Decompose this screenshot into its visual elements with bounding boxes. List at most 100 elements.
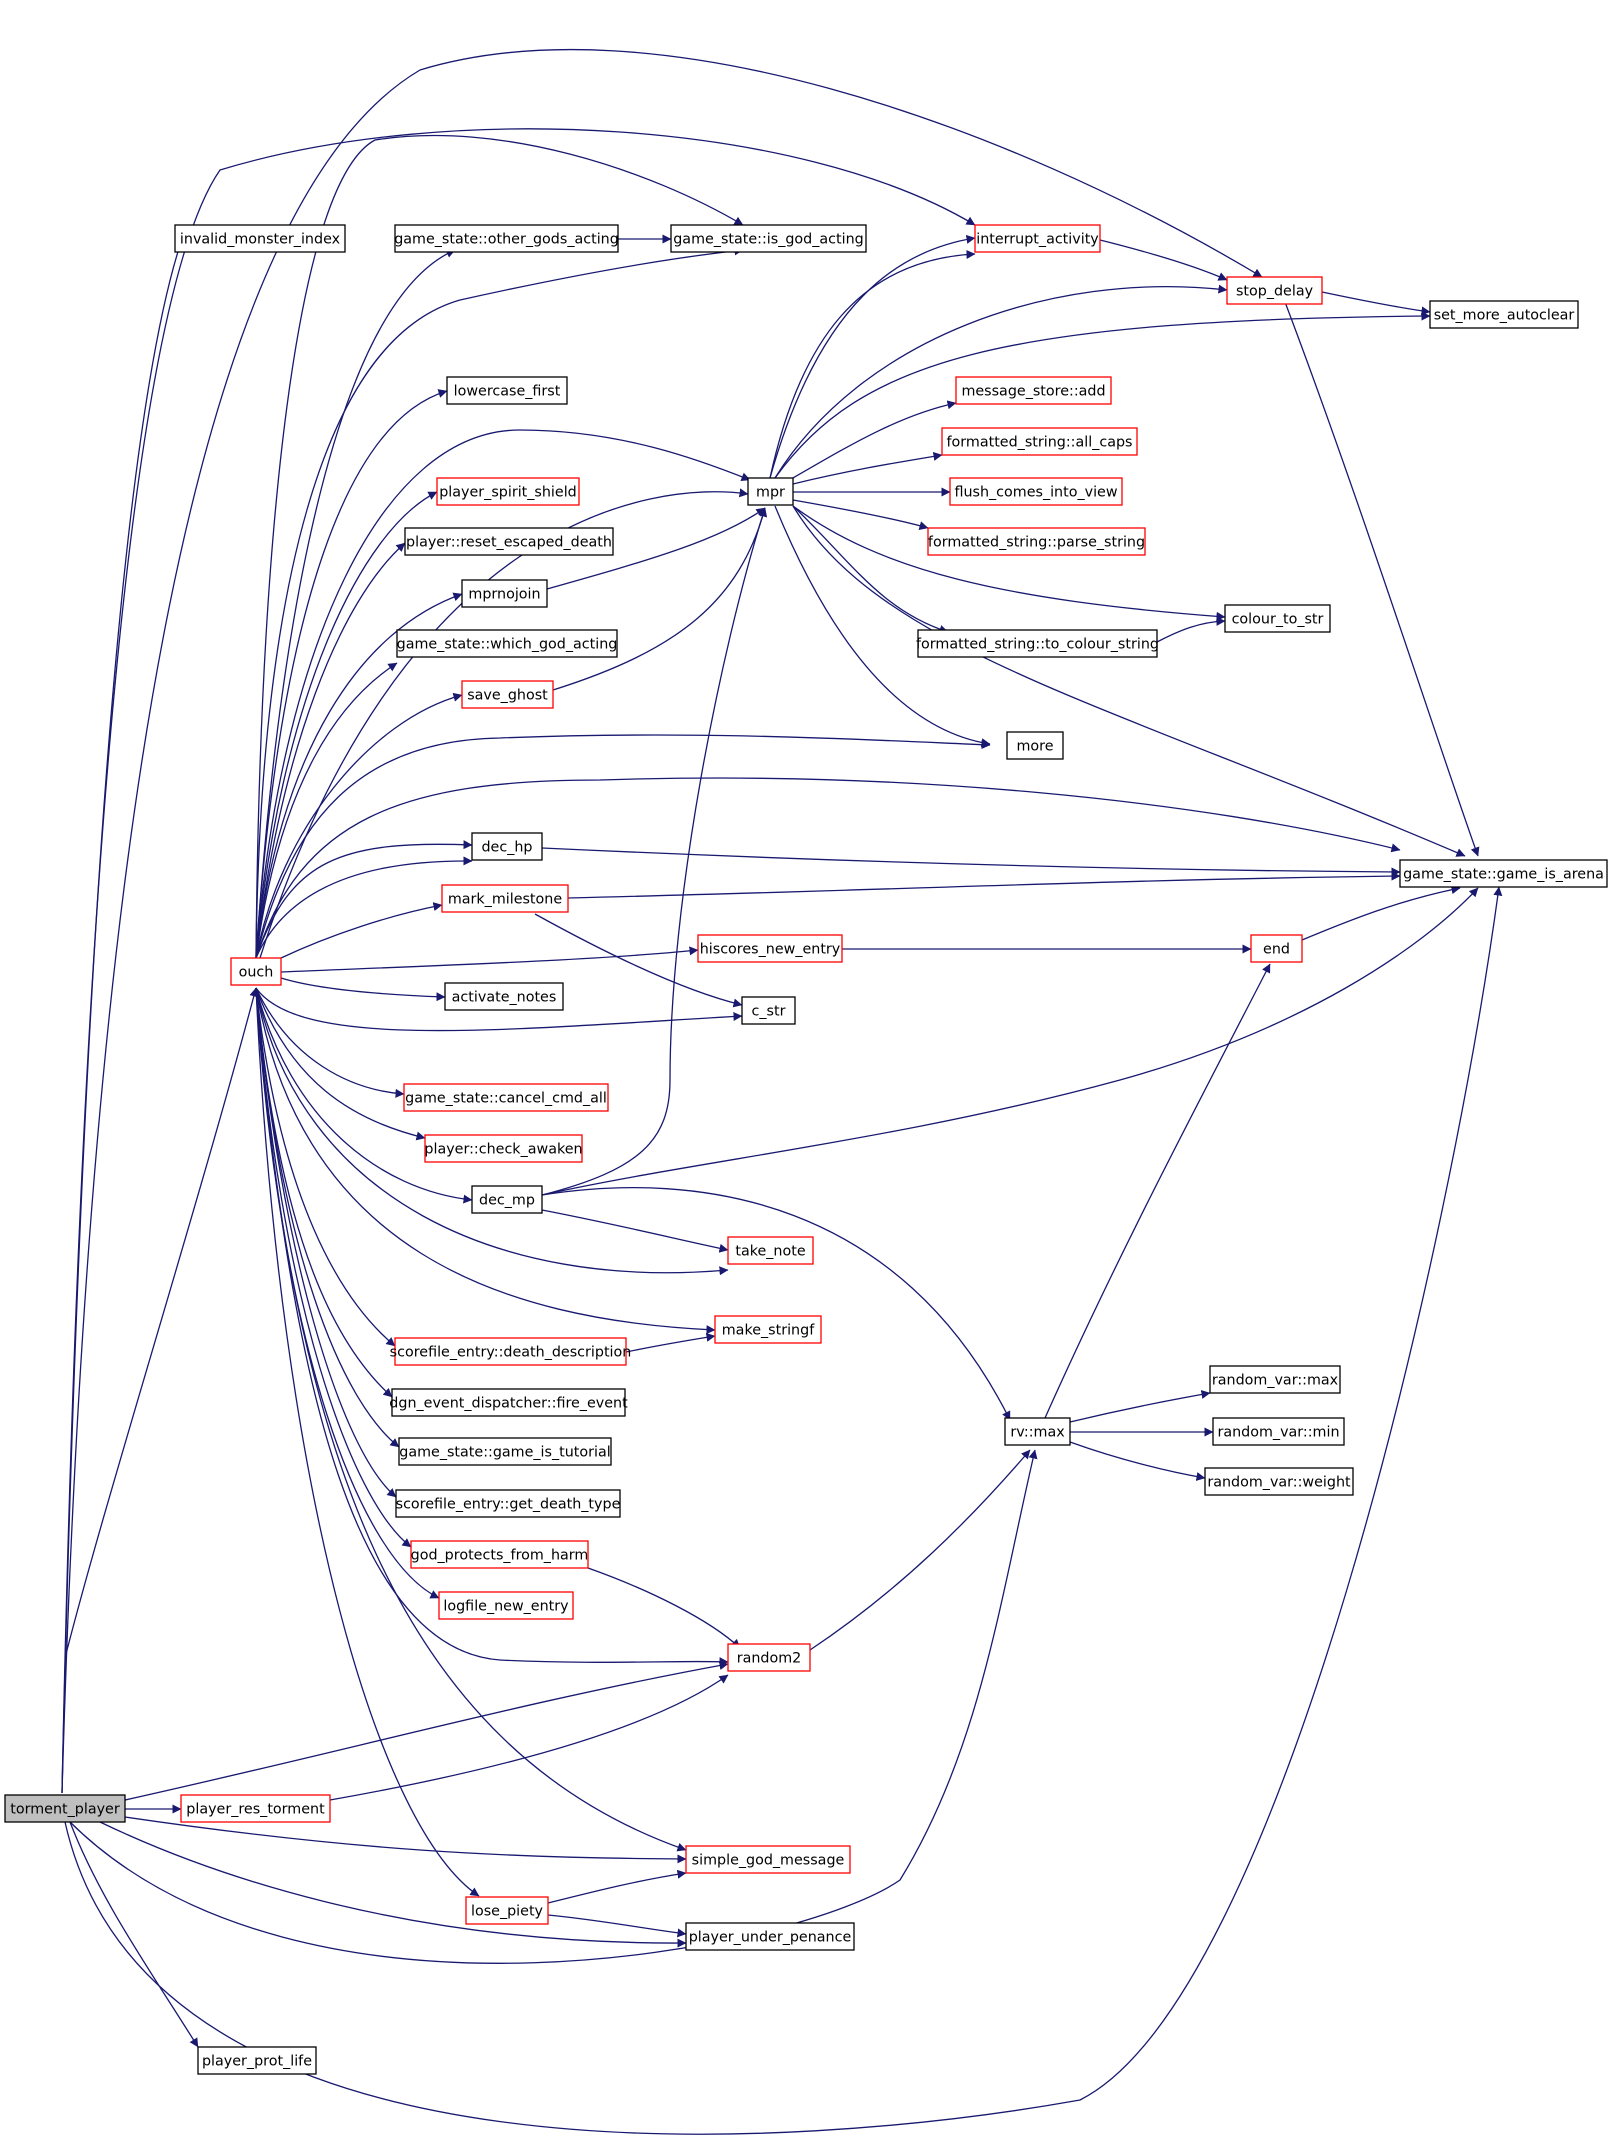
node-ouch[interactable]: ouch (230, 957, 282, 986)
node-box[interactable] (471, 1185, 543, 1214)
node-make-stringf[interactable]: make_stringf (714, 1315, 822, 1344)
node-box[interactable] (398, 1437, 612, 1466)
node-death-description[interactable]: scorefile_entry::death_description (390, 1337, 632, 1366)
node-which-god-acting[interactable]: game_state::which_god_acting (396, 629, 618, 658)
node-box[interactable] (174, 224, 346, 253)
node-save-ghost[interactable]: save_ghost (461, 680, 554, 709)
node-player-prot-life[interactable]: player_prot_life (197, 2046, 317, 2075)
node-box[interactable] (741, 996, 796, 1025)
node-all-caps[interactable]: formatted_string::all_caps (941, 427, 1138, 456)
node-box[interactable] (180, 1794, 331, 1823)
node-activate-notes[interactable]: activate_notes (444, 982, 564, 1011)
node-fire-event[interactable]: dgn_event_dispatcher::fire_event (389, 1388, 628, 1417)
node-box[interactable] (395, 1489, 621, 1518)
node-mprnojoin[interactable]: mprnojoin (461, 579, 548, 608)
node-torment-player[interactable]: torment_player (4, 1794, 126, 1823)
node-random2[interactable]: random2 (727, 1643, 811, 1672)
node-box[interactable] (697, 934, 843, 963)
node-box[interactable] (230, 957, 282, 986)
node-flush-comes-into-view[interactable]: flush_comes_into_view (949, 477, 1123, 506)
node-box[interactable] (403, 1083, 609, 1112)
node-game-is-tutorial[interactable]: game_state::game_is_tutorial (398, 1437, 612, 1466)
node-invalid-monster-index[interactable]: invalid_monster_index (174, 224, 346, 253)
node-stop-delay[interactable]: stop_delay (1226, 276, 1323, 305)
node-box[interactable] (670, 224, 867, 253)
node-box[interactable] (1429, 300, 1579, 329)
node-parse-string[interactable]: formatted_string::parse_string (927, 527, 1146, 556)
node-box[interactable] (1204, 1467, 1354, 1496)
node-box[interactable] (391, 1388, 626, 1417)
node-game-is-arena[interactable]: game_state::game_is_arena (1399, 859, 1608, 888)
node-box[interactable] (974, 224, 1101, 253)
node-box[interactable] (404, 527, 614, 556)
node-box[interactable] (727, 1643, 811, 1672)
node-to-colour-string[interactable]: formatted_string::to_colour_string (916, 629, 1159, 658)
node-hiscores-new-entry[interactable]: hiscores_new_entry (697, 934, 843, 963)
node-box[interactable] (197, 2046, 317, 2075)
node-interrupt-activity[interactable]: interrupt_activity (974, 224, 1101, 253)
node-logfile-new-entry[interactable]: logfile_new_entry (438, 1591, 574, 1620)
node-box[interactable] (410, 1540, 589, 1569)
node-is-god-acting[interactable]: game_state::is_god_acting (670, 224, 867, 253)
node-player-spirit-shield[interactable]: player_spirit_shield (436, 477, 580, 506)
node-box[interactable] (394, 224, 619, 253)
node-random-var-min[interactable]: random_var::min (1212, 1417, 1345, 1446)
node-random-var-weight[interactable]: random_var::weight (1204, 1467, 1354, 1496)
node-box[interactable] (714, 1315, 822, 1344)
node-mpr[interactable]: mpr (747, 477, 794, 506)
node-box[interactable] (396, 629, 618, 658)
node-lose-piety[interactable]: lose_piety (465, 1896, 549, 1925)
node-player-res-torment[interactable]: player_res_torment (180, 1794, 331, 1823)
node-box[interactable] (444, 982, 564, 1011)
node-take-note[interactable]: take_note (727, 1236, 814, 1265)
node-box[interactable] (1226, 276, 1323, 305)
node-get-death-type[interactable]: scorefile_entry::get_death_type (395, 1489, 621, 1518)
node-god-protects-from-harm[interactable]: god_protects_from_harm (410, 1540, 589, 1569)
node-box[interactable] (461, 579, 548, 608)
node-box[interactable] (446, 376, 568, 405)
node-box[interactable] (471, 832, 543, 861)
node-box[interactable] (1209, 1365, 1341, 1394)
node-box[interactable] (1224, 604, 1331, 633)
node-box[interactable] (1399, 859, 1608, 888)
node-set-more-autoclear[interactable]: set_more_autoclear (1429, 300, 1579, 329)
node-box[interactable] (4, 1794, 126, 1823)
node-lowercase-first[interactable]: lowercase_first (446, 376, 568, 405)
node-box[interactable] (424, 1134, 583, 1163)
node-more[interactable]: more (1006, 731, 1064, 760)
node-mark-milestone[interactable]: mark_milestone (441, 884, 569, 913)
node-box[interactable] (438, 1591, 574, 1620)
node-player-under-penance[interactable]: player_under_penance (685, 1922, 855, 1951)
node-box[interactable] (747, 477, 794, 506)
node-dec-hp[interactable]: dec_hp (471, 832, 543, 861)
node-box[interactable] (436, 477, 580, 506)
node-end[interactable]: end (1250, 934, 1303, 963)
node-dec-mp[interactable]: dec_mp (471, 1185, 543, 1214)
node-box[interactable] (1006, 731, 1064, 760)
node-random-var-max[interactable]: random_var::max (1209, 1365, 1341, 1394)
node-box[interactable] (949, 477, 1123, 506)
node-rv-max[interactable]: rv::max (1004, 1417, 1071, 1446)
node-simple-god-message[interactable]: simple_god_message (685, 1845, 851, 1874)
node-box[interactable] (1004, 1417, 1071, 1446)
node-box[interactable] (685, 1845, 851, 1874)
node-box[interactable] (917, 629, 1158, 658)
node-colour-to-str[interactable]: colour_to_str (1224, 604, 1331, 633)
node-other-gods-acting[interactable]: game_state::other_gods_acting (394, 224, 619, 253)
node-cancel-cmd-all[interactable]: game_state::cancel_cmd_all (403, 1083, 609, 1112)
node-c-str[interactable]: c_str (741, 996, 796, 1025)
node-check-awaken[interactable]: player::check_awaken (424, 1134, 583, 1163)
node-box[interactable] (941, 427, 1138, 456)
node-box[interactable] (955, 376, 1112, 405)
node-box[interactable] (441, 884, 569, 913)
node-box[interactable] (727, 1236, 814, 1265)
node-box[interactable] (685, 1922, 855, 1951)
node-message-store-add[interactable]: message_store::add (955, 376, 1112, 405)
node-box[interactable] (927, 527, 1146, 556)
node-box[interactable] (1212, 1417, 1345, 1446)
node-box[interactable] (394, 1337, 627, 1366)
node-box[interactable] (1250, 934, 1303, 963)
node-box[interactable] (465, 1896, 549, 1925)
node-box[interactable] (461, 680, 554, 709)
node-reset-escaped-death[interactable]: player::reset_escaped_death (404, 527, 614, 556)
